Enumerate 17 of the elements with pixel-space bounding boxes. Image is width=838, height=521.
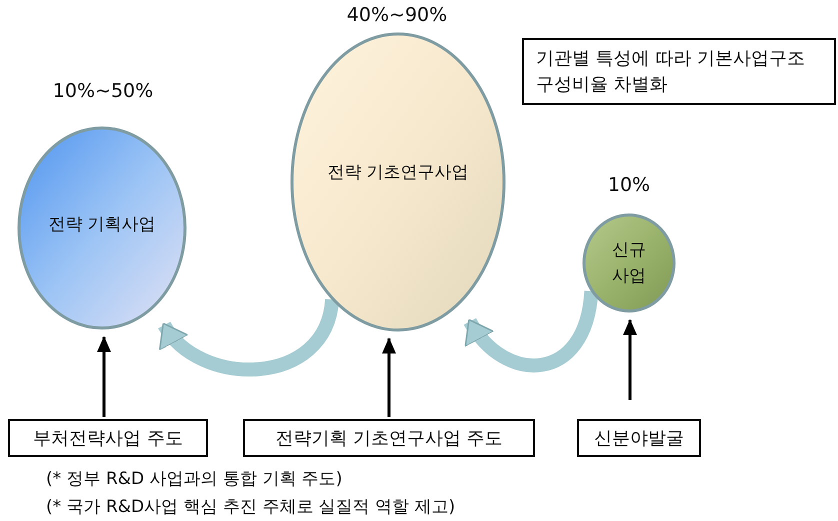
arrow [623, 319, 637, 400]
note-text: (* 국가 R&D사업 핵심 추진 주체로 실질적 역할 제고) [46, 496, 456, 518]
arrow [382, 337, 396, 417]
percentage-label: 10% [608, 174, 650, 196]
label-box: 신분야발굴 [577, 419, 701, 457]
node-label: 신규 사업 [611, 239, 647, 288]
percentage-label: 10%~50% [52, 80, 154, 102]
note-text: (* 정부 R&D 사업과의 통합 기획 주도) [46, 468, 342, 490]
arrow [97, 336, 111, 417]
note-box: 기관별 특성에 따라 기본사업구조 구성비율 차별화 [522, 38, 836, 105]
curved-arrow [464, 290, 598, 372]
node-label: 전략 기획사업 [47, 214, 157, 236]
curved-arrow [158, 298, 339, 376]
node-label: 전략 기초연구사업 [326, 162, 470, 184]
label-box: 전략기획 기초연구사업 주도 [243, 419, 535, 457]
percentage-label: 40%~90% [346, 4, 448, 26]
label-box: 부처전략사업 주도 [8, 419, 208, 457]
